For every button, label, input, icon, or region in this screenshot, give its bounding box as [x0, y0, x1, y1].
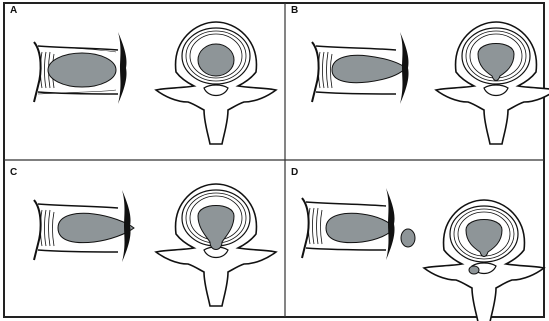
panel-label-b: B [291, 5, 298, 16]
panel-label-c: C [10, 167, 17, 178]
sequestered-fragment-d-axial [469, 266, 479, 274]
panel-label-a: A [10, 5, 17, 16]
sequestered-fragment-d [401, 229, 415, 247]
nucleus-a-axial [198, 44, 234, 76]
panel-label-d: D [291, 167, 298, 178]
nucleus-a-side [48, 53, 116, 87]
